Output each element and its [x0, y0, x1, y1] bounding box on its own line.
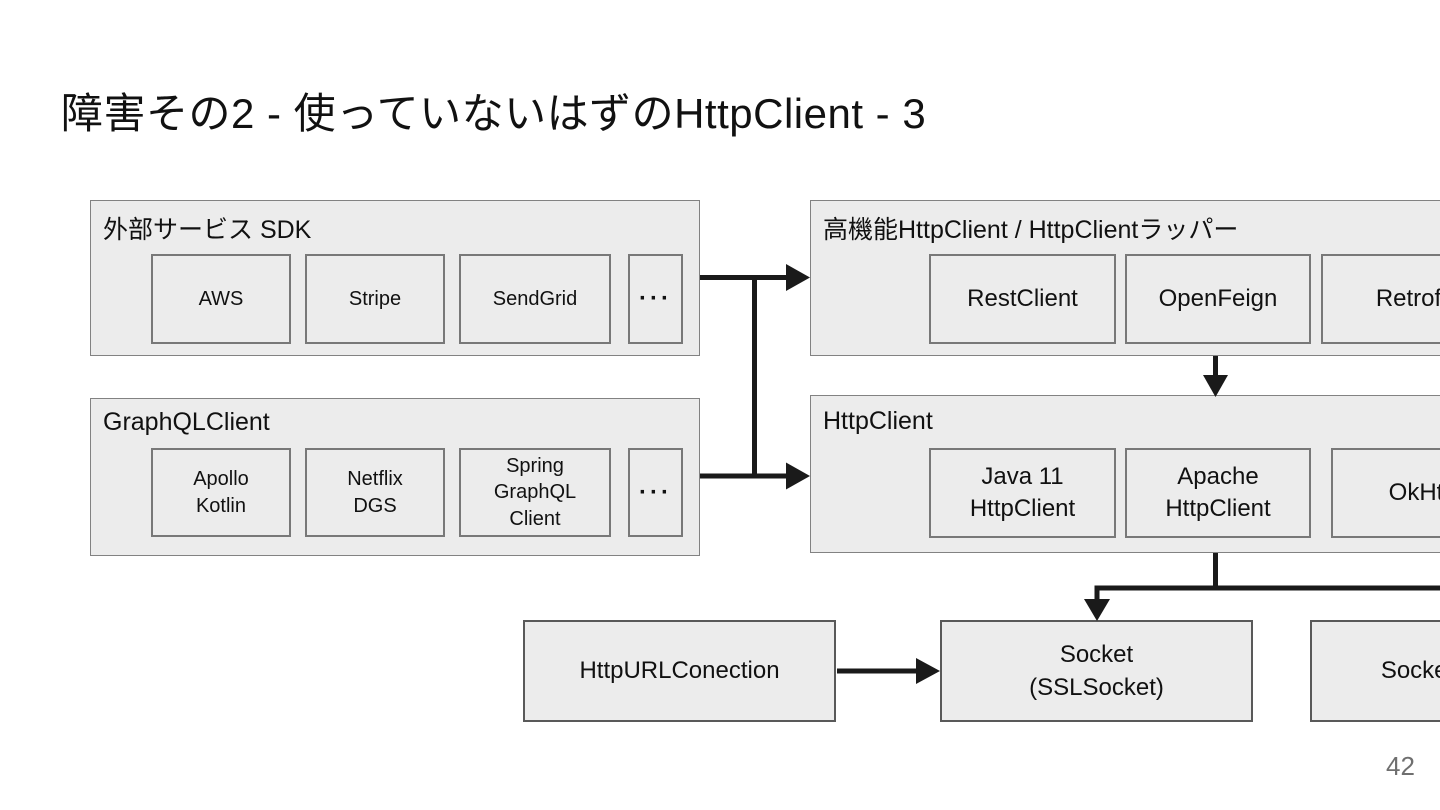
box-socket: Socket [1310, 620, 1440, 722]
box-httpurlconnection: HttpURLConection [523, 620, 836, 722]
arrow-wrappers-to-httpclient-head [1203, 375, 1228, 397]
group-external-service-sdk: 外部サービス SDK AWS Stripe SendGrid ··· [90, 200, 700, 356]
group-httpclient-wrappers-label: 高機能HttpClient / HttpClientラッパー [823, 216, 1239, 244]
box-restclient: RestClient [929, 254, 1116, 344]
box-stripe: Stripe [305, 254, 445, 344]
box-graphql-ellipsis-label: ··· [639, 478, 672, 506]
box-ssl-socket: Socket (SSLSocket) [940, 620, 1253, 722]
arrow-sdk-to-wrappers [700, 264, 810, 291]
box-java11-httpclient: Java 11 HttpClient [929, 448, 1116, 538]
box-apache-httpclient: Apache HttpClient [1125, 448, 1311, 538]
box-retrofit-label: Retrofit [1375, 285, 1440, 313]
box-sdk-ellipsis: ··· [628, 254, 683, 344]
arrow-urlconnection-to-socket [837, 658, 940, 684]
arrow-httpclient-to-sockets [1084, 553, 1440, 621]
box-socket-label: Socket [1380, 657, 1440, 685]
box-stripe-label: Stripe [348, 287, 402, 310]
box-openfeign: OpenFeign [1125, 254, 1311, 344]
box-okhttp: OkHttp [1331, 448, 1440, 538]
box-java11-httpclient-label: Java 11 HttpClient [969, 463, 1076, 522]
box-ssl-socket-label: Socket (SSLSocket) [1029, 640, 1164, 701]
box-spring-graphql-client-label: Spring GraphQL Client [493, 454, 577, 530]
box-spring-graphql-client: Spring GraphQL Client [459, 448, 611, 537]
box-sdk-ellipsis-label: ··· [639, 285, 672, 313]
box-apollo-kotlin: Apollo Kotlin [151, 448, 291, 537]
arrow-sdk-to-wrappers-head [786, 264, 810, 291]
box-restclient-label: RestClient [967, 285, 1078, 313]
box-apollo-kotlin-label: Apollo Kotlin [193, 468, 249, 517]
box-openfeign-label: OpenFeign [1158, 285, 1278, 313]
group-graphql-client-label: GraphQLClient [103, 408, 270, 436]
box-netflix-dgs: Netflix DGS [305, 448, 445, 537]
box-apache-httpclient-label: Apache HttpClient [1165, 463, 1271, 522]
group-external-service-sdk-label: 外部サービス SDK [103, 216, 312, 244]
slide-title: 障害その2 - 使っていないはずのHttpClient - 3 [61, 90, 927, 137]
group-graphql-client: GraphQLClient Apollo Kotlin Netflix DGS … [90, 398, 700, 556]
box-sendgrid-label: SendGrid [492, 287, 578, 310]
box-sendgrid: SendGrid [459, 254, 611, 344]
arrow-wrappers-to-httpclient [1203, 356, 1228, 397]
arrow-graphql-to-httpclient-head [786, 462, 810, 490]
group-httpclient-label: HttpClient [823, 407, 933, 435]
box-aws: AWS [151, 254, 291, 344]
page-number: 42 [1386, 751, 1415, 781]
group-httpclient-wrappers: 高機能HttpClient / HttpClientラッパー RestClien… [810, 200, 1440, 356]
box-okhttp-label: OkHttp [1388, 479, 1440, 507]
box-retrofit: Retrofit [1321, 254, 1440, 344]
arrow-httpclient-to-ssl-socket-head [1084, 599, 1110, 621]
arrow-graphql-to-httpclient [700, 462, 810, 490]
box-aws-label: AWS [198, 287, 244, 310]
arrow-urlconnection-to-socket-head [916, 658, 940, 684]
box-graphql-ellipsis: ··· [628, 448, 683, 537]
box-httpurlconnection-label: HttpURLConection [579, 657, 780, 685]
box-netflix-dgs-label: Netflix DGS [347, 468, 403, 517]
group-httpclient: HttpClient Java 11 HttpClient Apache Htt… [810, 395, 1440, 553]
